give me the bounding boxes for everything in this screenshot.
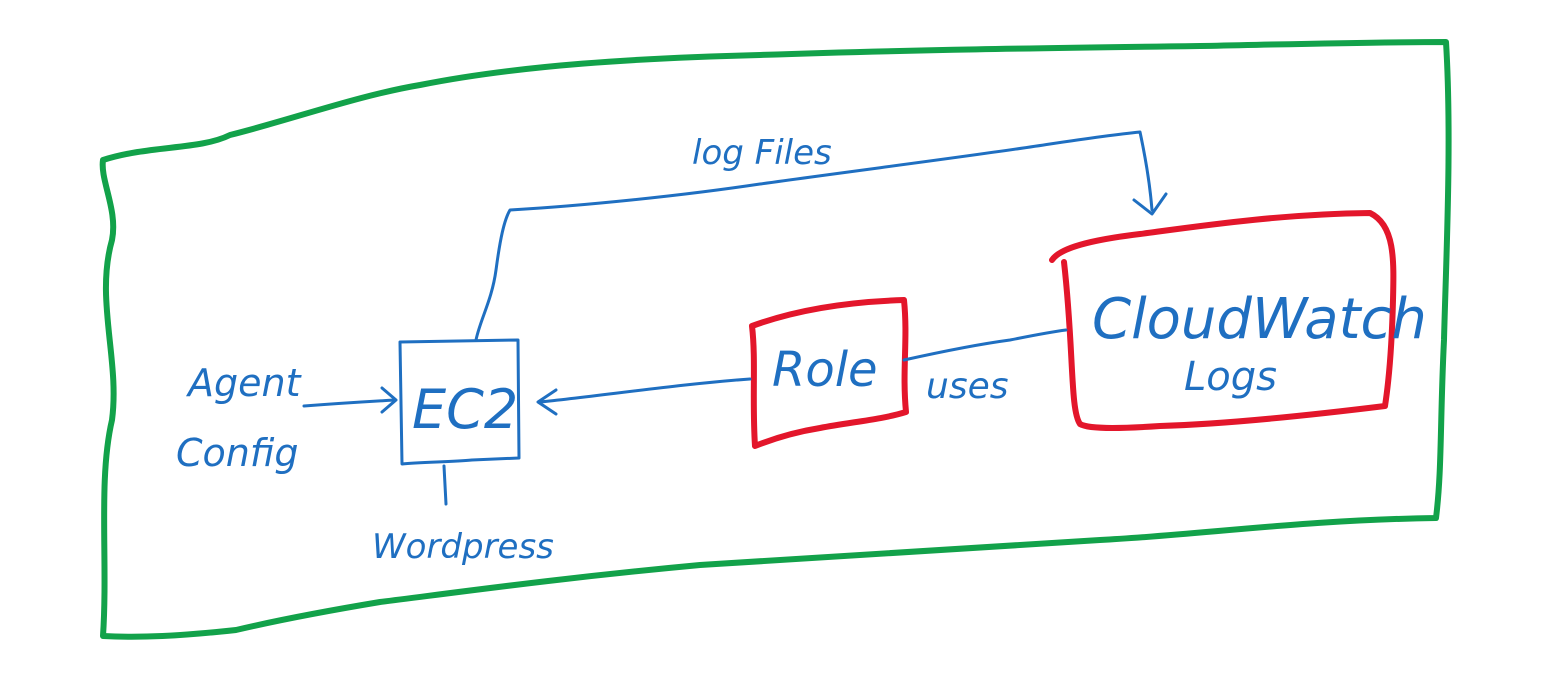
- wordpress-connector: [442, 464, 448, 506]
- log-files-arrowhead: [1132, 192, 1168, 216]
- role-label: Role: [772, 342, 878, 398]
- uses-label: uses: [926, 366, 1008, 407]
- ec2-label: EC2: [412, 378, 518, 441]
- uses-line: [902, 328, 1068, 362]
- config-arrowhead: [380, 386, 398, 414]
- config-arrow: [302, 398, 397, 408]
- role-highlight: [749, 297, 909, 449]
- log-files-path: [474, 130, 1154, 342]
- outer-boundary: [99, 39, 1452, 640]
- agent-config-line1: Agent: [185, 361, 303, 405]
- role-to-ec2-arrowhead: [536, 388, 558, 416]
- role-to-ec2-arrow: [538, 377, 752, 404]
- ec2-box: [398, 338, 521, 466]
- agent-config-line2: Config: [176, 431, 299, 475]
- wordpress-label: Wordpress: [372, 527, 554, 567]
- log-files-label: log Files: [692, 133, 832, 173]
- cloudwatch-line2: Logs: [1184, 354, 1277, 400]
- cloudwatch-line1: CloudWatch: [1092, 287, 1427, 352]
- cloudwatch-highlight: [1049, 210, 1397, 431]
